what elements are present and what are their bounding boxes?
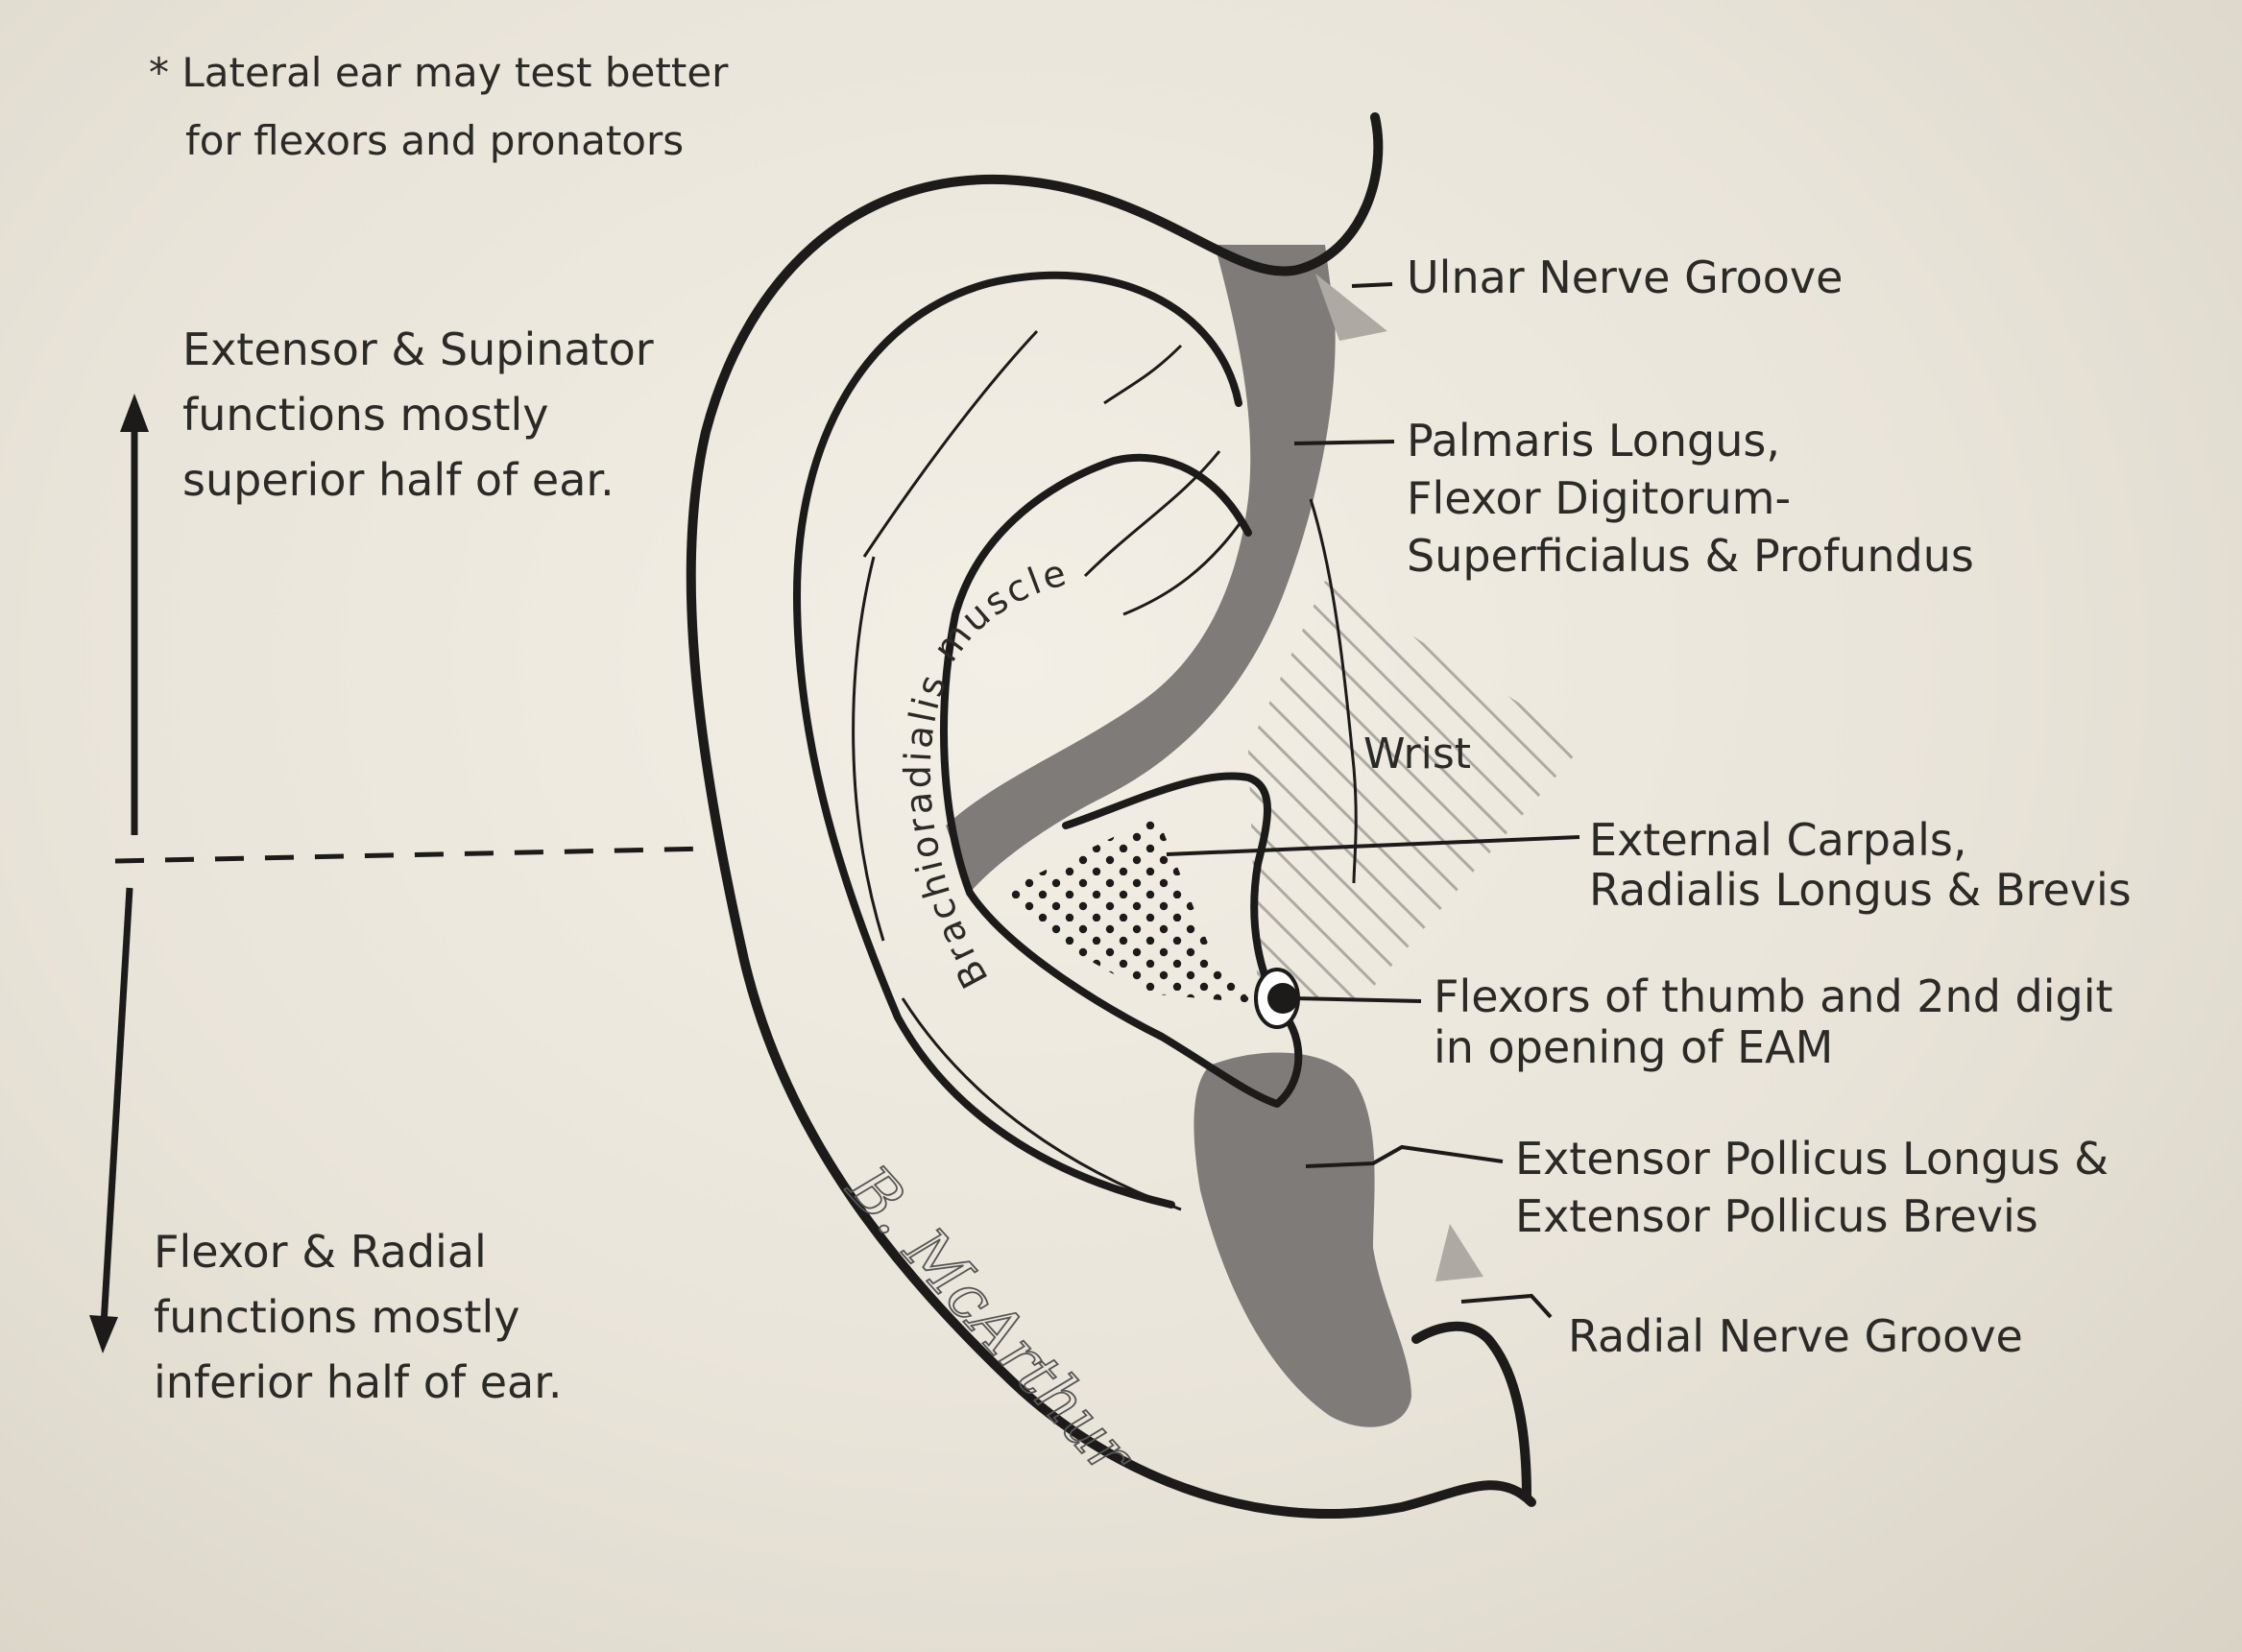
note-line-2: for flexors and pronators	[185, 117, 685, 165]
inferior-line-2: functions mostly	[154, 1291, 520, 1344]
superior-line-2: functions mostly	[182, 389, 549, 442]
lobe-line	[901, 997, 1182, 1211]
midline-dashed	[114, 846, 711, 864]
palmaris-label: Palmaris Longus, Flexor Digitorum- Super…	[1407, 413, 1974, 585]
flexors-thumb-label: Flexors of thumb and 2nd digit in openin…	[1434, 971, 2113, 1073]
inferior-line-3: inferior half of ear.	[154, 1356, 563, 1409]
eam-dot	[1267, 983, 1298, 1014]
superior-line-3: superior half of ear.	[182, 454, 615, 507]
radial-groove-marker	[1435, 1224, 1483, 1281]
lateral-ear-note: * Lateral ear may test better for flexor…	[149, 38, 728, 176]
inferior-functions-label: Flexor & Radial functions mostly inferio…	[154, 1219, 563, 1415]
leader-carpals	[1166, 835, 1580, 856]
ulnar-nerve-groove-label: Ulnar Nerve Groove	[1407, 251, 1843, 303]
fossa-line-3	[1083, 450, 1221, 578]
ulnar-groove-marker	[1315, 274, 1387, 341]
extensor-pollicus-line-2: Extensor Pollicus Brevis	[1515, 1189, 2038, 1242]
leader-ulnar	[1351, 282, 1393, 288]
artist-signature: B. McArthur	[832, 1152, 1148, 1492]
external-carpals-line-1: External Carpals,	[1589, 814, 1967, 866]
wrist-line	[1309, 498, 1358, 884]
palmaris-line-1: Palmaris Longus,	[1407, 415, 1780, 467]
fossa-line-4	[1122, 517, 1245, 616]
inferior-line-1: Flexor & Radial	[154, 1226, 487, 1278]
radial-nerve-groove-label: Radial Nerve Groove	[1568, 1310, 2023, 1362]
external-carpals-label: External Carpals, Radialis Longus & Brev…	[1589, 814, 2132, 916]
flexors-thumb-line-1: Flexors of thumb and 2nd digit	[1434, 970, 2113, 1022]
leader-palmaris	[1293, 440, 1395, 445]
palmaris-line-2: Flexor Digitorum-	[1407, 471, 1792, 524]
ulnar-nerve-groove-text: Ulnar Nerve Groove	[1407, 251, 1844, 303]
external-carpals-dots	[999, 816, 1253, 1003]
ear-outer-outline	[686, 112, 1536, 1519]
external-carpals-line-2: Radialis Longus & Brevis	[1589, 863, 2132, 916]
leader-flexors	[1293, 996, 1422, 1003]
concha-outline	[940, 453, 1303, 1108]
arrow-down-icon	[89, 1315, 118, 1353]
palmaris-line-3: Superficialus & Profundus	[1407, 529, 1974, 582]
flexors-thumb-line-2: in opening of EAM	[1434, 1020, 1834, 1073]
fossa-line-1	[862, 329, 1039, 558]
arrow-up-icon	[120, 394, 149, 432]
fossa-line-2	[1103, 344, 1183, 405]
leader-extensor	[1305, 1144, 1504, 1168]
radial-nerve-groove-text: Radial Nerve Groove	[1568, 1310, 2023, 1362]
superior-line-1: Extensor & Supinator	[182, 323, 654, 375]
wrist-hatch-region	[1248, 581, 1584, 998]
extensor-pollicus-gray	[1193, 1052, 1411, 1427]
superior-functions-label: Extensor & Supinator functions mostly su…	[182, 317, 654, 513]
wrist-label: Wrist	[1363, 730, 1471, 779]
helix-inner-outline	[792, 271, 1242, 1209]
palmaris-gray-band	[946, 245, 1336, 893]
wrist-text: Wrist	[1363, 730, 1472, 778]
scapha-line	[852, 556, 885, 942]
leader-radial	[1460, 1293, 1553, 1319]
earlobe-outline	[1411, 1321, 1531, 1502]
extensor-pollicus-label: Extensor Pollicus Longus & Extensor Poll…	[1515, 1131, 2109, 1246]
inferior-arrow-shaft	[100, 887, 133, 1326]
note-line-1: * Lateral ear may test better	[149, 49, 729, 96]
extensor-pollicus-line-1: Extensor Pollicus Longus &	[1515, 1133, 2109, 1185]
